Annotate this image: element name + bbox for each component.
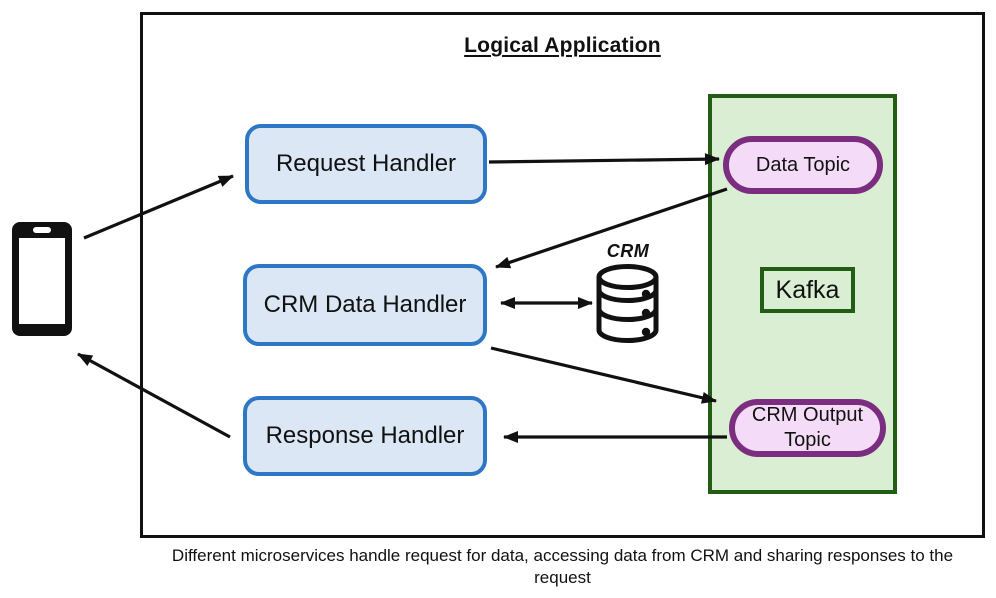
kafka-label-box: Kafka [760,267,855,313]
data-topic-label: Data Topic [755,153,851,176]
data-topic-node: Data Topic [723,136,883,194]
crm-data-handler-label: CRM Data Handler [263,291,467,318]
kafka-label: Kafka [775,275,840,304]
crm-database-label: CRM [606,241,650,261]
crm-data-handler-node: CRM Data Handler [243,264,487,346]
crm-output-topic-node: CRM Output Topic [729,399,886,457]
smartphone-icon [12,222,72,336]
diagram-title: Logical Application [464,34,661,57]
request-handler-node: Request Handler [245,124,487,204]
request-handler-label: Request Handler [275,150,457,177]
response-handler-label: Response Handler [265,422,465,449]
diagram-caption-text: Different microservices handle request f… [171,546,954,587]
crm-output-topic-label: CRM Output Topic [751,404,864,451]
response-handler-node: Response Handler [243,396,487,476]
diagram-caption: Different microservices handle request f… [140,545,985,589]
